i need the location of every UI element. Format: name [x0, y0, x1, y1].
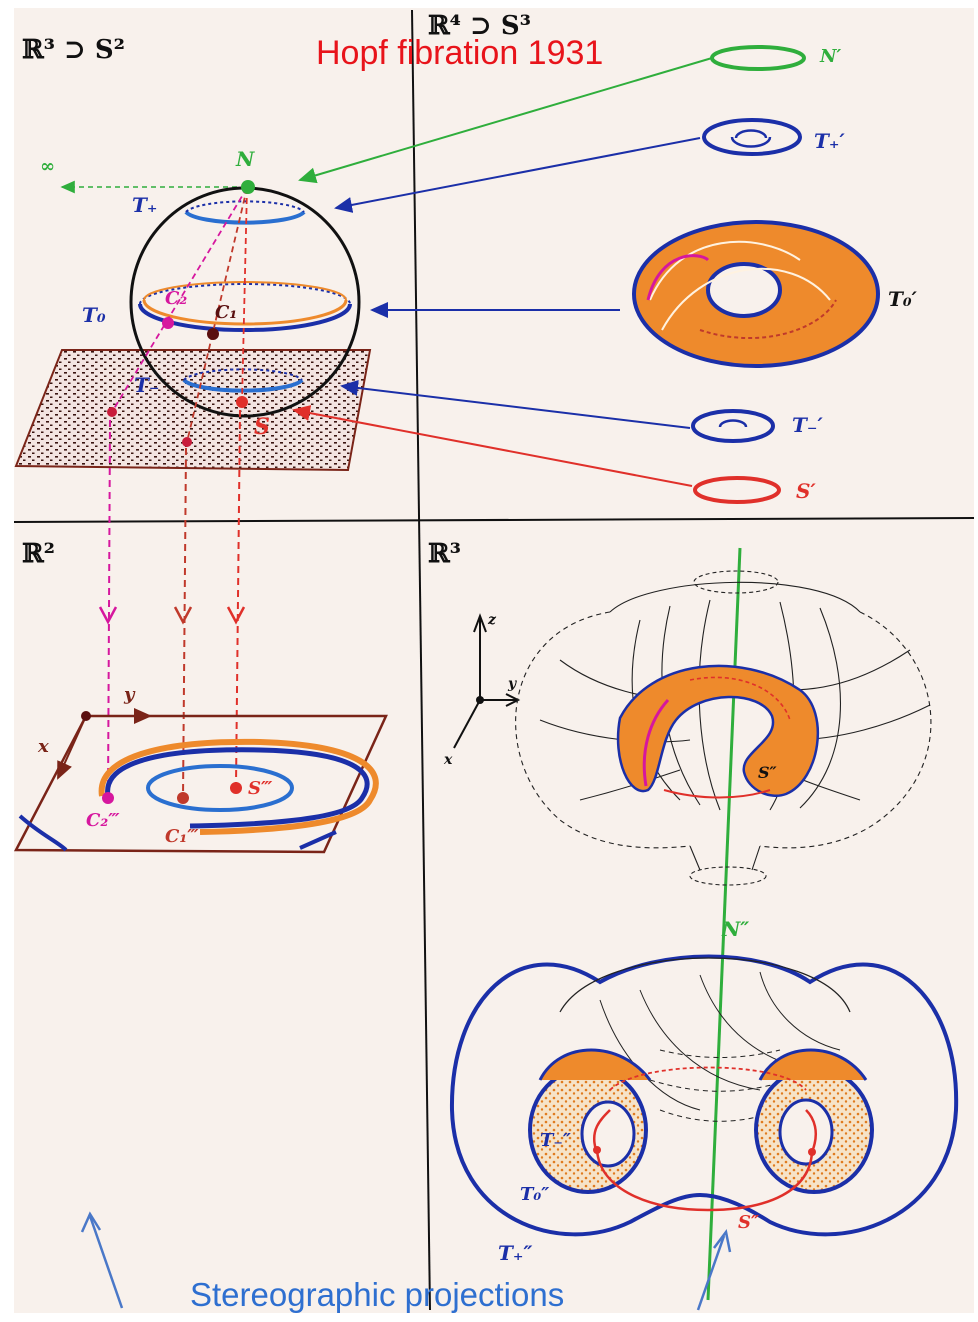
- projection-plane: [16, 350, 370, 470]
- label-n: N: [235, 147, 255, 171]
- label-n-prime: N′: [819, 46, 841, 67]
- label-t-zero-2: T₀″: [520, 1184, 549, 1205]
- diagram-title: Hopf fibration 1931: [316, 34, 603, 73]
- label-axis-x-3d: x: [443, 752, 453, 768]
- label-t-minus: T₋: [134, 373, 159, 397]
- label-t-zero-prime: T₀′: [888, 287, 918, 311]
- label-axis-z-3d: z: [487, 612, 497, 628]
- label-s-prime: S′: [796, 479, 816, 503]
- heading-r3-s2: ℝ³ ⊃ S²: [22, 35, 125, 65]
- label-t-zero: T₀: [82, 303, 106, 327]
- label-t-plus: T₊: [132, 193, 157, 217]
- label-s-2-upper: S″: [758, 763, 778, 782]
- infinity-label: ∞: [40, 156, 55, 177]
- north-pole-point: [241, 180, 255, 194]
- label-axis-x: x: [37, 736, 49, 757]
- c1-image-point: [177, 792, 189, 804]
- c2-point: [162, 317, 174, 329]
- label-s-3: S‴: [248, 778, 273, 799]
- label-n-2: N″: [721, 917, 749, 941]
- c1-point: [207, 328, 219, 340]
- s-image-point: [230, 782, 242, 794]
- label-c1: C₁: [215, 302, 237, 323]
- label-c1-3: C₁‴: [165, 826, 199, 847]
- label-t-minus-prime: T₋′: [792, 413, 823, 437]
- diagram-caption: Stereographic projections: [190, 1276, 564, 1314]
- heading-r2: ℝ²: [22, 539, 55, 569]
- label-t-minus-2: T₋″: [540, 1130, 571, 1151]
- label-s-2: S″: [738, 1212, 759, 1233]
- south-pole-point: [236, 396, 248, 408]
- label-axis-y-3d: y: [507, 676, 517, 692]
- label-c2-3: C₂‴: [86, 810, 120, 831]
- label-axis-y: y: [123, 684, 136, 705]
- c2-image-point: [102, 792, 114, 804]
- label-t-plus-prime: T₊′: [814, 129, 845, 153]
- label-s: S: [254, 414, 270, 440]
- heading-r3: ℝ³: [428, 539, 461, 569]
- label-t-plus-2: T₊″: [498, 1241, 532, 1265]
- label-c2: C₂: [165, 288, 187, 309]
